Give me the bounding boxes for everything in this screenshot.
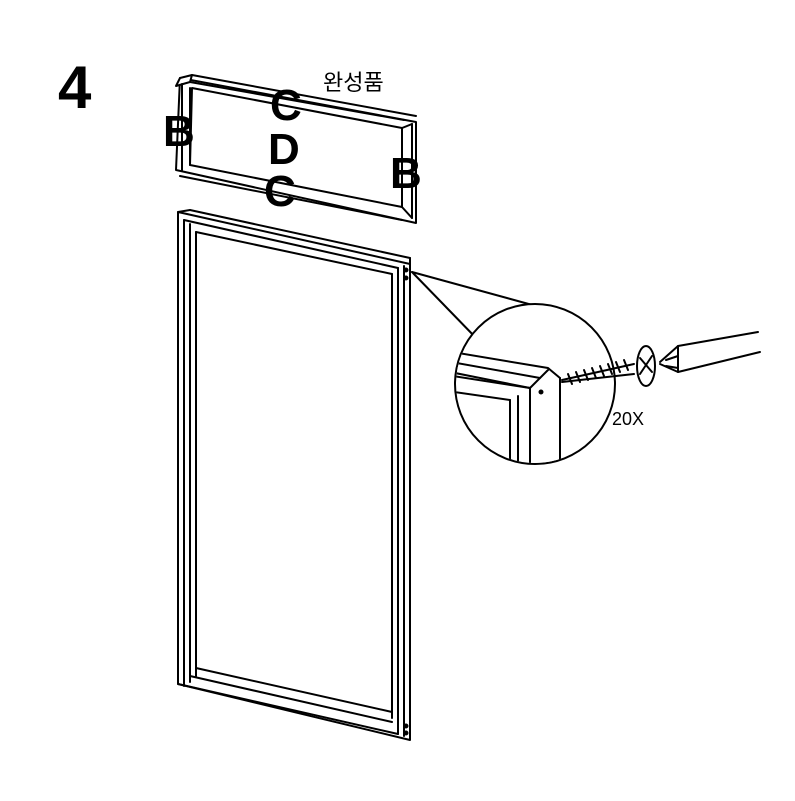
screw-icon — [561, 345, 656, 387]
finished-frame — [175, 74, 417, 224]
part-label-c-bottom: C — [264, 167, 296, 216]
part-label-b-right: B — [390, 149, 422, 198]
step-number: 4 — [58, 54, 92, 121]
large-frame — [177, 209, 411, 741]
screw-quantity: 20X — [612, 409, 645, 429]
part-label-d-center: D — [268, 125, 300, 174]
callout-lines — [411, 271, 537, 341]
detail-magnifier — [454, 303, 616, 465]
finished-product-label: 완성품 — [323, 71, 384, 96]
part-label-b-left: B — [163, 107, 195, 156]
part-label-c-top: C — [270, 81, 302, 130]
screwdriver-icon — [659, 331, 761, 373]
